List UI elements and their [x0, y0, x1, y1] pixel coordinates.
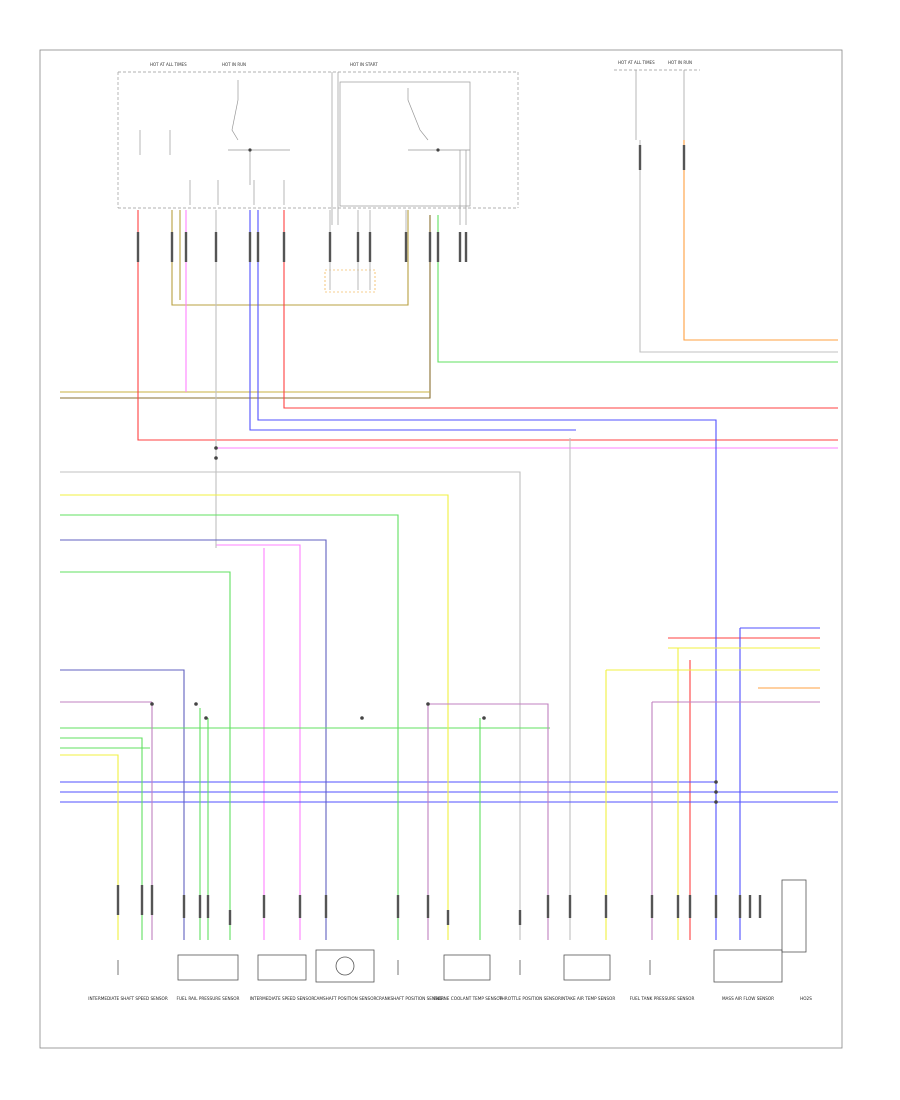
- device-label-1: INTERMEDIATE SHAFT SPEED SENSOR: [88, 996, 168, 1001]
- device-label-6: ENGINE COOLANT TEMP SENSOR: [433, 996, 502, 1001]
- device-connector-marks: [116, 885, 762, 925]
- device-label-4: CAMSHAFT POSITION SENSOR: [314, 996, 377, 1001]
- device-label-9: FUEL TANK PRESSURE SENSOR: [630, 996, 695, 1001]
- wires: [60, 140, 838, 940]
- fuse-label-4: HOT AT ALL TIMES: [618, 60, 655, 65]
- device-label-3: INTERMEDIATE SPEED SENSOR: [250, 996, 315, 1001]
- device-symbols: [117, 879, 807, 983]
- diagram-border: [39, 49, 843, 1049]
- device-labels: INTERMEDIATE SHAFT SPEED SENSOR FUEL RAI…: [88, 996, 812, 1001]
- fuse-label-3: HOT IN START: [350, 62, 378, 67]
- connector-marks: [136, 145, 686, 262]
- device-label-2: FUEL RAIL PRESSURE SENSOR: [177, 996, 240, 1001]
- fuse-label-5: HOT IN RUN: [668, 60, 692, 65]
- fuse-label-1: HOT AT ALL TIMES: [150, 62, 187, 67]
- fuse-label-2: HOT IN RUN: [222, 62, 246, 67]
- device-label-11: HO2S: [800, 996, 812, 1001]
- device-label-8: INTAKE AIR TEMP SENSOR: [561, 996, 616, 1001]
- device-label-10: MASS AIR FLOW SENSOR: [722, 996, 774, 1001]
- device-label-5: CRANKSHAFT POSITION SENSOR: [376, 996, 444, 1001]
- device-label-7: THROTTLE POSITION SENSOR: [498, 996, 561, 1001]
- splice-dots: [150, 148, 718, 804]
- connector-box: [324, 269, 376, 293]
- fuse-labels: HOT AT ALL TIMES HOT IN RUN HOT IN START…: [150, 60, 692, 67]
- fuse-box: [117, 69, 700, 225]
